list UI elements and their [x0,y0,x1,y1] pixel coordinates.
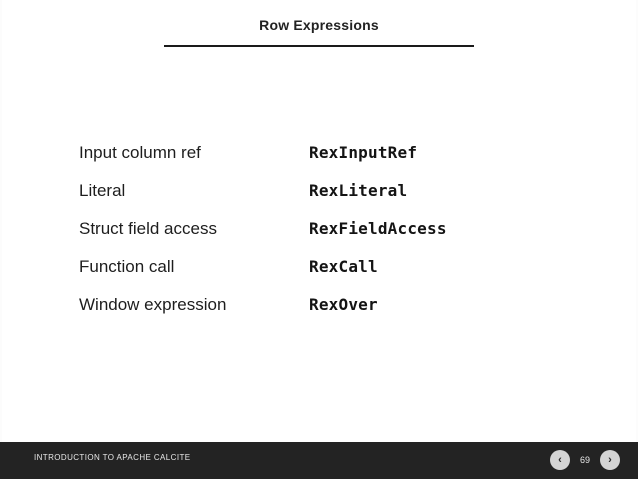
slide-edge-left [0,0,2,442]
row-term: Literal [79,181,126,200]
row-term: Function call [79,257,175,276]
title-underline [164,45,474,47]
row-class-name: RexLiteral [309,181,408,200]
row-term: Struct field access [79,219,217,238]
page-title: Row Expressions [259,17,379,33]
row-class-name: RexInputRef [309,143,418,162]
row-term: Input column ref [79,143,201,162]
row-expressions-list: Input column ref RexInputRef Literal Rex… [79,142,549,332]
list-item: Struct field access RexFieldAccess [79,218,549,256]
slide-navigation: ‹ 69 › [550,450,620,470]
row-class-name: RexOver [309,295,378,314]
row-class-name: RexCall [309,257,378,276]
footer-bar: INTRODUCTION TO APACHE CALCITE ‹ 69 › [0,442,638,479]
list-item: Literal RexLiteral [79,180,549,218]
footer-deck-title: INTRODUCTION TO APACHE CALCITE [34,453,191,462]
list-item: Input column ref RexInputRef [79,142,549,180]
next-slide-button[interactable]: › [600,450,620,470]
row-term: Window expression [79,295,227,314]
previous-slide-button[interactable]: ‹ [550,450,570,470]
page-number: 69 [579,455,590,465]
list-item: Function call RexCall [79,256,549,294]
slide-edge-right [636,0,638,442]
row-class-name: RexFieldAccess [309,219,447,238]
list-item: Window expression RexOver [79,294,549,332]
